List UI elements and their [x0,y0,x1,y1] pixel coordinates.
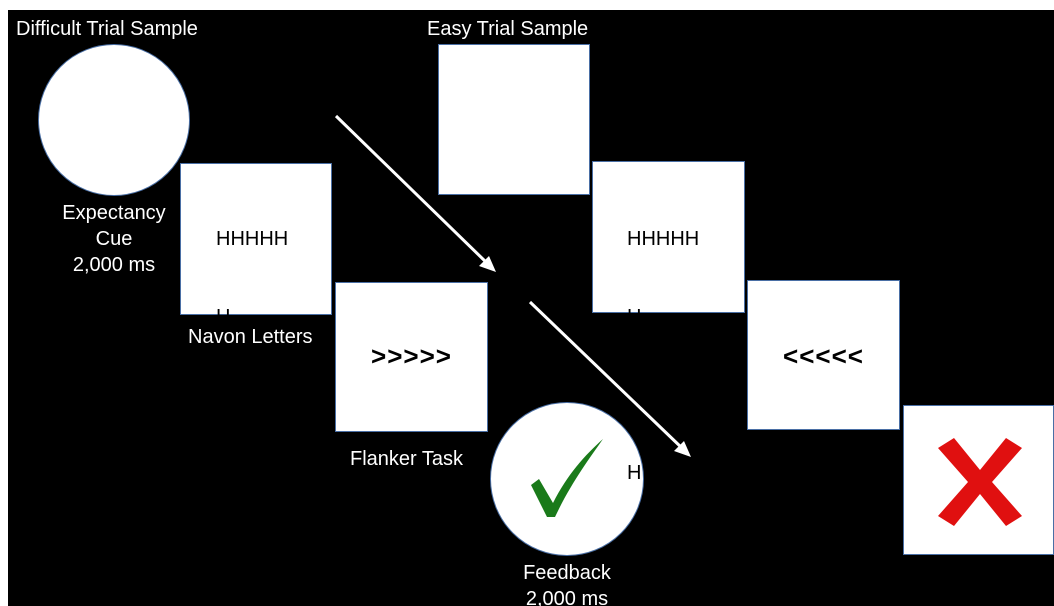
navon-row: H [627,462,642,484]
flanker-task-label: Flanker Task [350,448,464,470]
navon-panel-easy: HHHHH H HHHHH H H [592,161,745,562]
navon-row: HHHHH [216,384,289,406]
flanker-panel-difficult: >>>>> [335,282,488,432]
easy-trial-title: Easy Trial Sample [427,18,589,40]
expectancy-cue-circle [38,44,190,196]
expectancy-cue-square [438,44,590,195]
diagram-canvas: Difficult Trial Sample Easy Trial Sample… [8,10,1054,606]
navon-panel-difficult: HHHHH H HHHHH H H [180,163,332,562]
navon-letters-label: Navon Letters [188,326,313,348]
timeline-arrow-easy [528,300,691,457]
cue-label-line3: 2,000 ms [72,254,156,276]
timeline-arrow-difficult [334,114,496,272]
flanker-stimulus-easy: <<<<< [783,341,864,371]
feedback-label-line1: Feedback [523,562,611,584]
navon-row: H [216,306,231,328]
flanker-panel-easy: <<<<< [747,280,900,430]
difficult-trial-title: Difficult Trial Sample [16,18,198,40]
timeline-arrows [334,114,691,457]
feedback-circle [490,402,644,556]
navon-letters-easy: HHHHH H HHHHH H H [627,174,699,606]
feedback-panel-incorrect [903,405,1054,555]
feedback-label-line2: 2,000 ms [525,588,609,606]
cue-label-line1: Expectancy [62,202,166,224]
navon-letters-difficult: HHHHH H HHHHH H H [216,174,288,606]
navon-row: HHHHH [216,228,289,250]
navon-row: H [216,540,231,562]
expectancy-cue-label: Expectancy Cue 2,000 ms [48,200,180,278]
navon-row: H [627,306,642,328]
navon-row: H [216,462,231,484]
navon-row: H [627,540,642,562]
navon-row: HHHHH [627,384,700,406]
flanker-stimulus-difficult: >>>>> [371,341,452,371]
red-x-icon [938,438,1022,526]
checkmark-icon [531,439,603,517]
navon-row: HHHHH [627,228,700,250]
feedback-label: Feedback 2,000 ms [497,560,637,606]
cue-label-line2: Cue [95,228,133,250]
